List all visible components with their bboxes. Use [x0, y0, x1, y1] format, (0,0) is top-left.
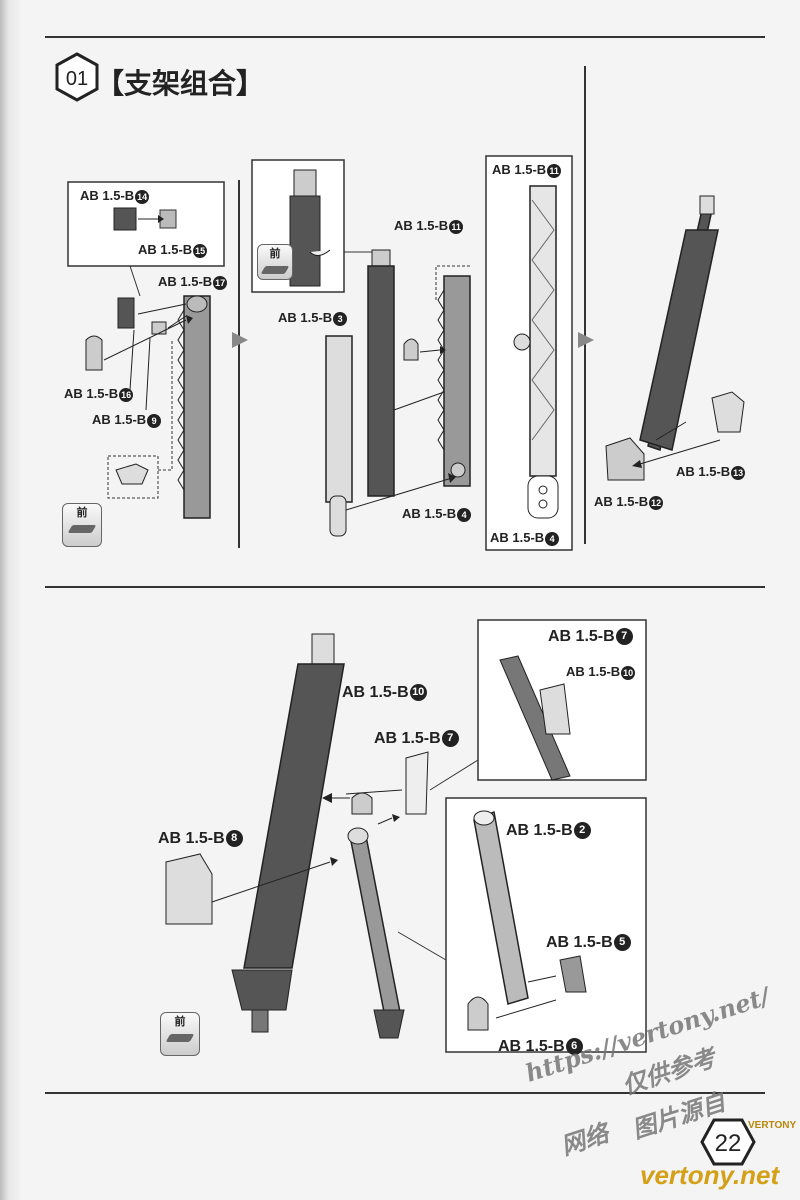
front-label: 前 [76, 507, 88, 519]
brand-logo: VERTONY [748, 1120, 797, 1131]
upright-part-3 [367, 265, 395, 497]
step-number: 01 [66, 68, 88, 90]
middle-rule [45, 586, 765, 588]
front-direction-button-1: 前 [62, 503, 102, 547]
step-hexagon-icon: 01 [55, 52, 99, 102]
front-arrow-icon [260, 266, 290, 274]
front-arrow-icon [165, 1034, 195, 1042]
footer-site-watermark: vertony.net [640, 1160, 780, 1190]
divider-1 [238, 180, 240, 548]
rail-part-4 [443, 275, 471, 487]
rack-part-left [183, 295, 211, 519]
next-arrow-icon-2 [578, 332, 594, 348]
front-label: 前 [174, 1016, 186, 1028]
front-direction-button-2: 前 [160, 1012, 200, 1056]
bottom-rule [45, 1092, 765, 1094]
page-number: 22 [715, 1130, 742, 1157]
main-leg-bottom [243, 663, 345, 969]
step-title: 【支架组合】 [96, 67, 265, 100]
divider-2 [584, 66, 586, 544]
next-arrow-icon-1 [232, 332, 248, 348]
binding-shadow [0, 0, 22, 1200]
front-direction-button-3: 前 [257, 244, 293, 280]
front-label: 前 [269, 248, 281, 260]
top-rule [45, 36, 765, 38]
page-number-badge: 22 [700, 1118, 756, 1166]
front-arrow-icon [67, 525, 97, 533]
